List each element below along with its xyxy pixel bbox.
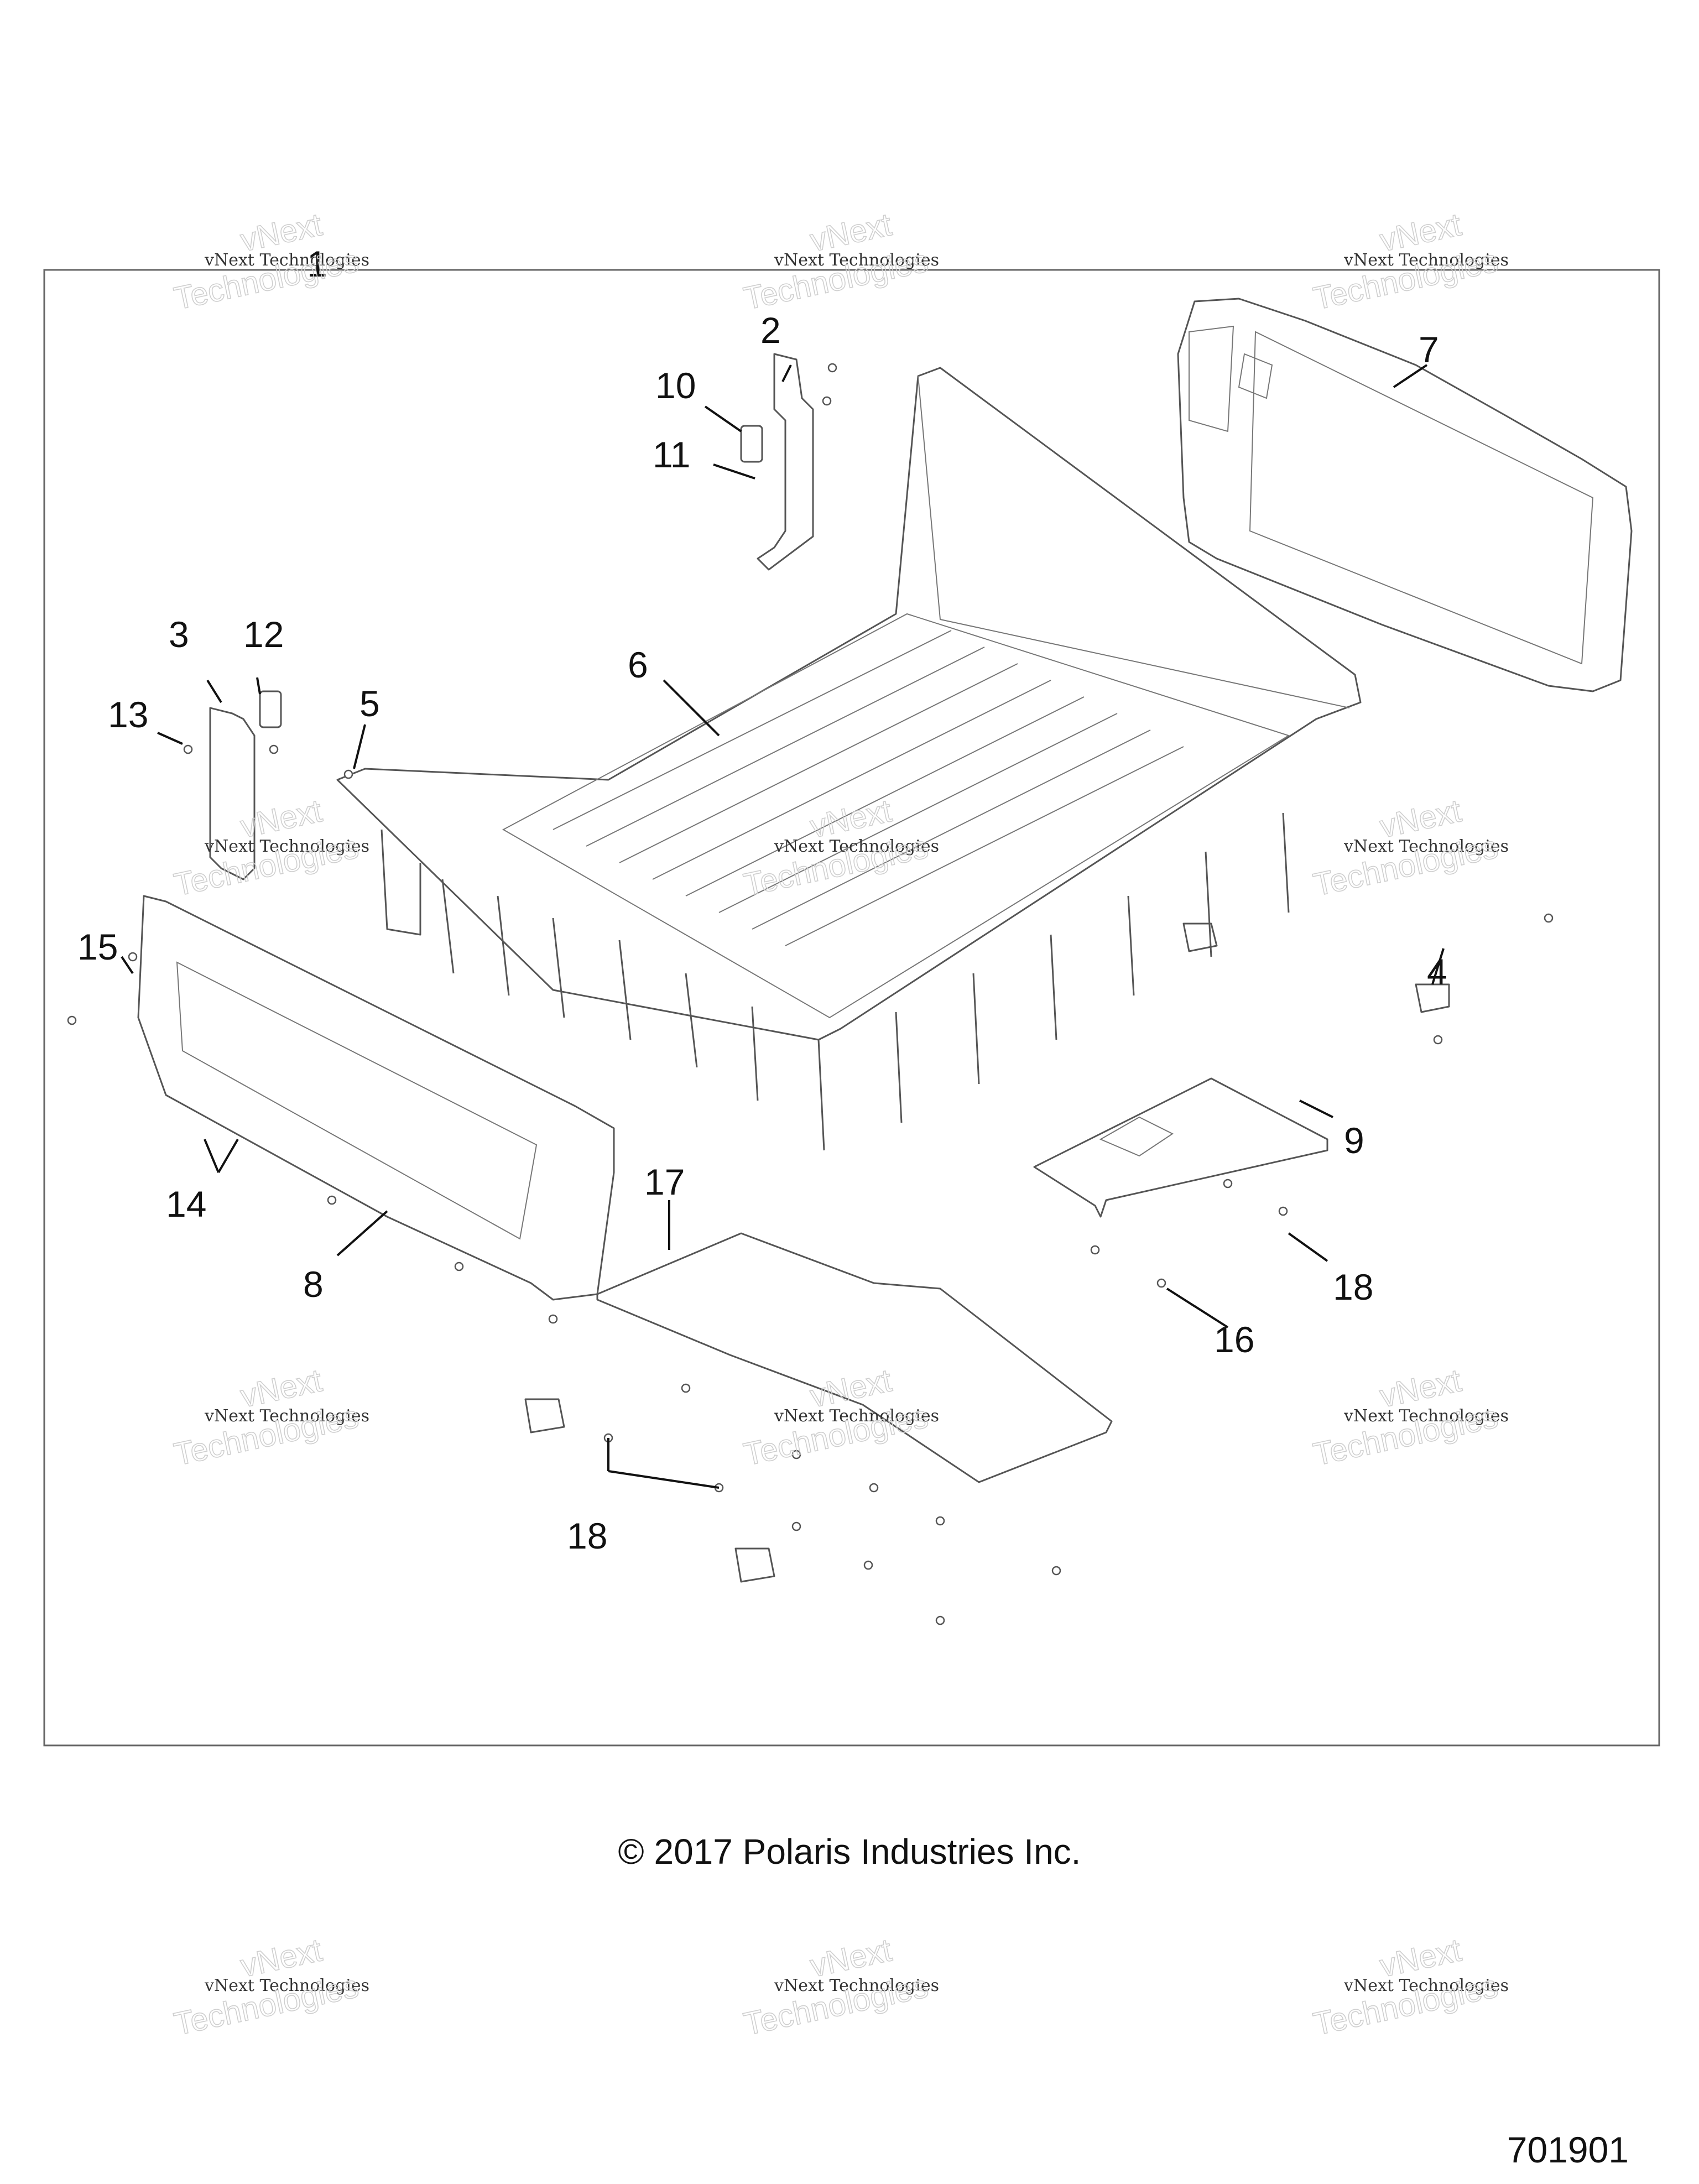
svg-text:vNext Technologies: vNext Technologies [1343,251,1509,270]
part-4-bracket [1415,983,1450,1013]
svg-text:vNext Technologies: vNext Technologies [1343,1976,1509,1995]
callout-7: 7 [1419,329,1439,370]
callout-17: 17 [644,1161,685,1202]
part-tie-down-left [524,1398,565,1434]
callout-11: 11 [653,434,691,475]
callout-13: 13 [108,694,148,735]
callout-8: 8 [303,1264,324,1305]
callout-4: 4 [1427,951,1447,992]
callout-16: 16 [1214,1319,1254,1360]
part-10-latch [740,425,763,463]
svg-text:vNext Technologies: vNext Technologies [204,837,369,856]
callout-18: 18 [567,1515,607,1556]
callout-6: 6 [628,644,648,685]
callout-14: 14 [166,1184,206,1224]
part-tie-down-upper [1182,922,1218,952]
part-2-bracket [757,353,814,571]
document-number: 701901 [1507,2129,1629,2170]
callout-10: 10 [655,365,696,406]
callout-1: 1 [307,243,327,284]
part-3-bracket [209,707,256,880]
callout-3: 3 [169,614,189,655]
part-tie-down-lower [734,1547,775,1583]
copyright-text: © 2017 Polaris Industries Inc. [618,1832,1081,1872]
part-6-cargo-box [336,367,1362,1151]
part-7-rear-panel [1177,298,1633,692]
leader-lines [121,364,1445,1489]
part-17-plate [596,1232,1113,1483]
svg-text:vNext Technologies: vNext Technologies [204,1406,369,1426]
part-12-latch [259,690,282,728]
svg-text:vNext Technologies: vNext Technologies [774,1406,939,1426]
part-8-front-panel [137,895,615,1301]
callout-5: 5 [359,683,380,724]
callout-15: 15 [77,926,118,967]
watermark: vNext Technologies vNext Technologies vN… [170,206,1509,2043]
callout-12: 12 [243,614,284,655]
callout-9: 9 [1344,1120,1364,1161]
svg-text:vNext Technologies: vNext Technologies [774,837,939,856]
callout-18: 18 [1333,1266,1373,1307]
svg-text:vNext Technologies: vNext Technologies [774,1976,939,1995]
fasteners [67,363,1554,1625]
callout-2: 2 [760,310,781,351]
svg-text:vNext Technologies: vNext Technologies [204,251,369,270]
part-9-plate [1033,1077,1328,1218]
svg-text:vNext Technologies: vNext Technologies [204,1976,369,1995]
svg-text:vNext Technologies: vNext Technologies [1343,1406,1509,1426]
svg-text:vNext Technologies: vNext Technologies [1343,837,1509,856]
diagram-frame [43,269,1660,1747]
svg-text:vNext Technologies: vNext Technologies [774,251,939,270]
